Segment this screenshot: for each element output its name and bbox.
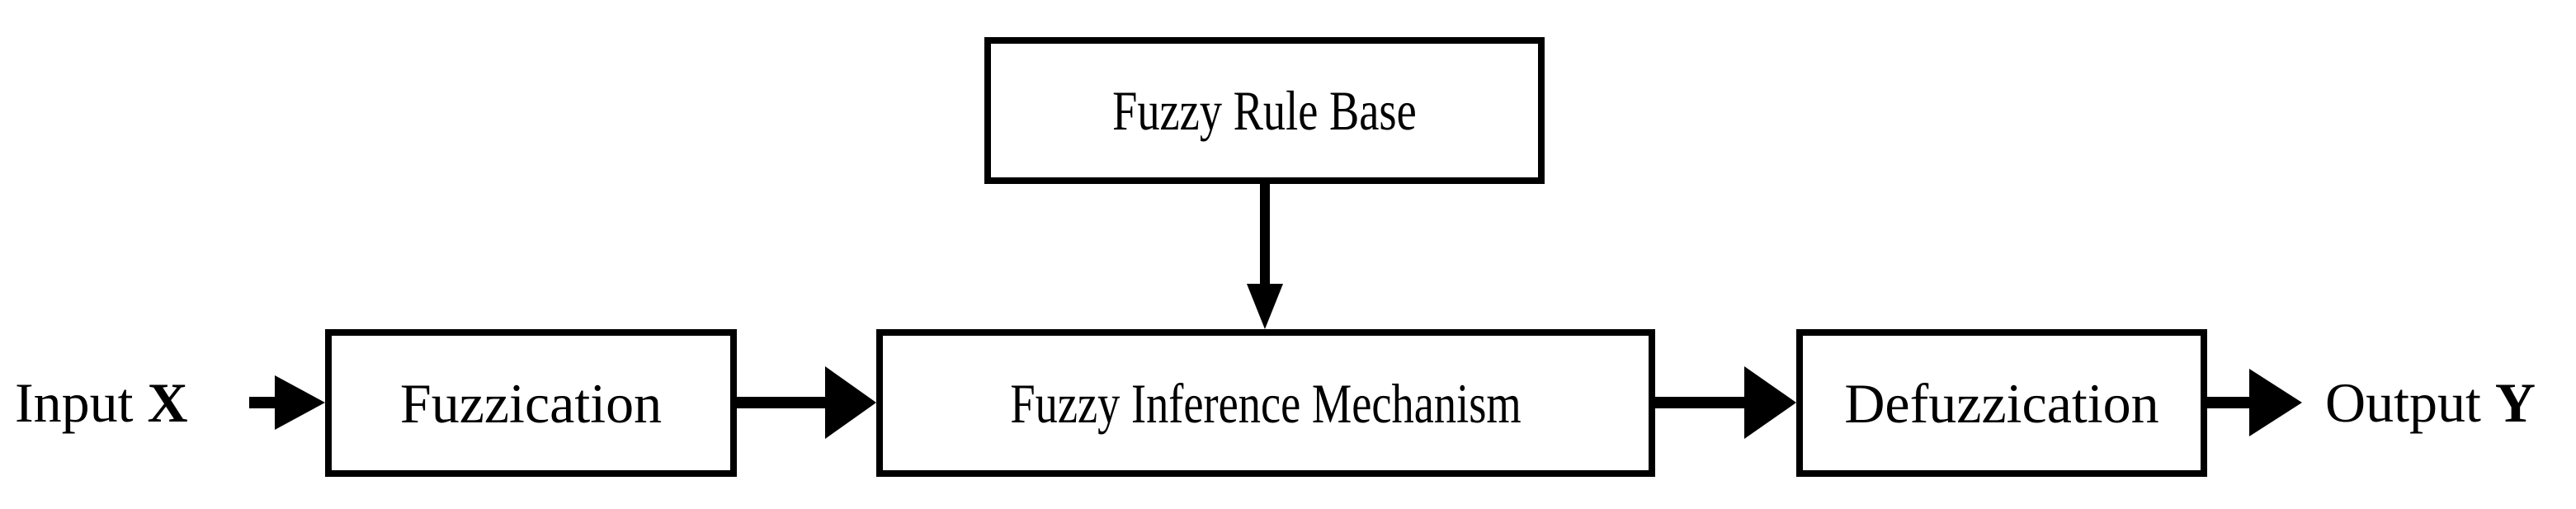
arrow-rule-base-to-inference xyxy=(1247,184,1283,329)
terminal-input-prefix: Input xyxy=(15,371,148,434)
arrow-fuzzification-to-inference xyxy=(737,366,876,439)
terminal-output-variable: Y xyxy=(2494,371,2536,434)
arrow-input-to-fuzzification xyxy=(249,375,325,430)
node-label-defuzzification: Defuzzication xyxy=(1844,371,2159,435)
arrow-defuzzification-to-output xyxy=(2207,369,2302,436)
arrow-inference-to-defuzzification xyxy=(1655,366,1796,439)
node-fuzzy-rule-base[interactable]: Fuzzy Rule Base xyxy=(984,37,1545,184)
node-defuzzification[interactable]: Defuzzication xyxy=(1796,329,2207,477)
terminal-label-input: Input X xyxy=(15,375,188,431)
node-label-fuzzy-rule-base: Fuzzy Rule Base xyxy=(1112,79,1417,142)
terminal-label-output: Output Y xyxy=(2325,375,2536,431)
node-label-fuzzy-inference-mechanism: Fuzzy Inference Mechanism xyxy=(1010,371,1522,435)
terminal-output-prefix: Output xyxy=(2325,371,2495,434)
node-fuzzification[interactable]: Fuzzication xyxy=(325,329,737,477)
node-label-fuzzification: Fuzzication xyxy=(399,371,663,435)
node-fuzzy-inference-mechanism[interactable]: Fuzzy Inference Mechanism xyxy=(876,329,1655,477)
terminal-input-variable: X xyxy=(147,371,188,434)
